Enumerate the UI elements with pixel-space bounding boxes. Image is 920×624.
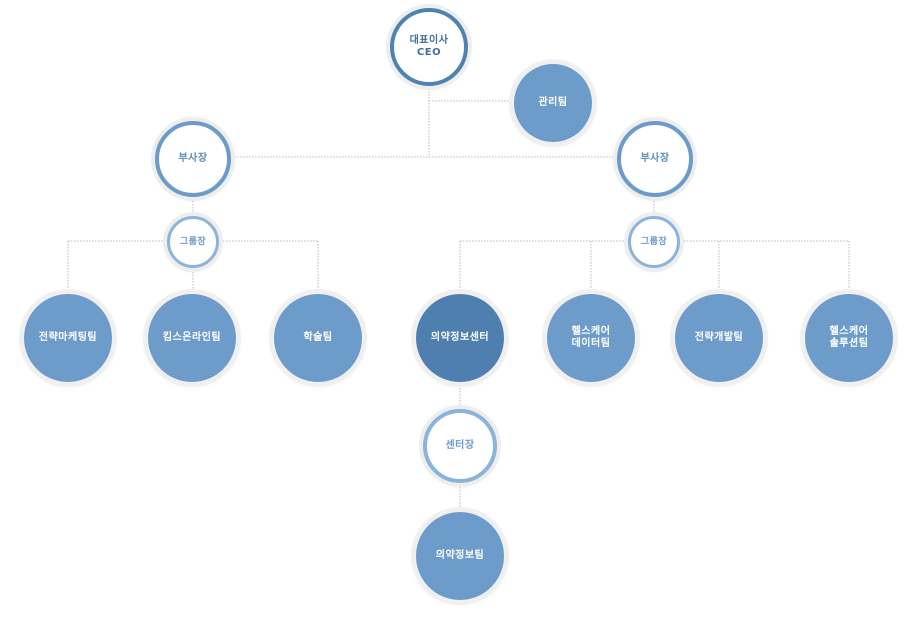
vp-left-node: 부사장 xyxy=(155,121,231,197)
management-team-label: 관리팀 xyxy=(538,97,568,108)
drug-info-center-node: 의약정보센터 xyxy=(416,294,504,382)
strategic-dev-team-label: 전략개발팀 xyxy=(694,332,744,343)
strategic-dev-team-node: 전략개발팀 xyxy=(675,294,763,382)
academic-team-label: 학술팀 xyxy=(303,332,333,343)
group-head-left-label: 그룹장 xyxy=(179,237,207,247)
drug-info-team-node: 의약정보팀 xyxy=(416,512,504,600)
group-head-right-label: 그룹장 xyxy=(640,237,668,247)
healthcare-data-team-node: 헬스케어 데이터팀 xyxy=(547,294,635,382)
group-head-left-node: 그룹장 xyxy=(167,216,219,268)
vp-right-label: 부사장 xyxy=(640,153,670,164)
drug-info-center-label: 의약정보센터 xyxy=(430,332,490,343)
vp-right-node: 부사장 xyxy=(617,121,693,197)
healthcare-data-team-label: 헬스케어 데이터팀 xyxy=(571,326,611,349)
academic-team-node: 학술팀 xyxy=(274,294,362,382)
healthcare-solution-team-label: 헬스케어 솔루션팀 xyxy=(829,326,869,349)
ceo-label: 대표이사 CEO xyxy=(409,35,449,58)
kims-online-team-label: 킴스온라인팀 xyxy=(162,332,222,343)
strategic-marketing-team-label: 전략마케팅팀 xyxy=(38,332,98,343)
ceo-node: 대표이사 CEO xyxy=(390,8,468,86)
group-head-right-node: 그룹장 xyxy=(628,216,680,268)
drug-info-team-label: 의약정보팀 xyxy=(435,550,485,561)
vp-left-label: 부사장 xyxy=(178,153,208,164)
management-team-node: 관리팀 xyxy=(514,64,592,142)
center-head-node: 센터장 xyxy=(423,409,497,483)
strategic-marketing-team-node: 전략마케팅팀 xyxy=(24,294,112,382)
healthcare-solution-team-node: 헬스케어 솔루션팀 xyxy=(805,294,893,382)
center-head-label: 센터장 xyxy=(445,440,475,451)
kims-online-team-node: 킴스온라인팀 xyxy=(148,294,236,382)
